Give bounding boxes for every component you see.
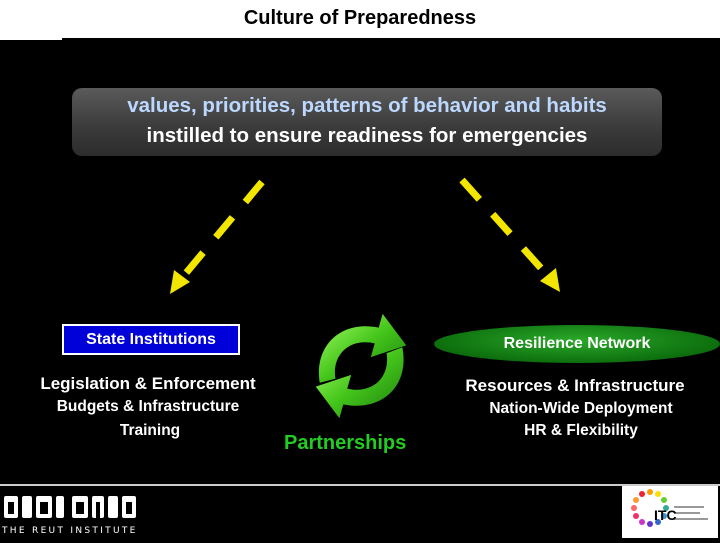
right-arrowhead-icon bbox=[540, 268, 560, 292]
resilience-network-ellipse: Resilience Network bbox=[434, 325, 720, 363]
right-line3: HR & Flexibility bbox=[524, 422, 638, 439]
definition-box: values, priorities, patterns of behavior… bbox=[72, 88, 662, 156]
recycle-arrows-icon bbox=[315, 313, 407, 419]
page-title: Culture of Preparedness bbox=[243, 7, 477, 29]
itc-circle-icon bbox=[631, 489, 708, 527]
state-institutions-box: State Institutions bbox=[62, 324, 240, 355]
right-line2: Nation-Wide Deployment bbox=[489, 400, 673, 417]
left-arrowhead-icon bbox=[170, 270, 190, 294]
partnerships-label: Partnerships bbox=[284, 432, 407, 454]
reut-institute-text: THE REUT INSTITUTE bbox=[2, 526, 138, 536]
footer-rule bbox=[0, 484, 720, 486]
title-band bbox=[0, 0, 720, 38]
definition-line2: instilled to ensure readiness for emerge… bbox=[146, 124, 588, 147]
left-line1: Legislation & Enforcement bbox=[40, 374, 256, 393]
itc-label: ITC bbox=[654, 507, 677, 523]
itc-logo bbox=[622, 486, 718, 538]
left-line2: Budgets & Infrastructure bbox=[56, 398, 240, 415]
left-arrow-shaft bbox=[178, 179, 265, 282]
reut-institute-logo bbox=[4, 496, 136, 518]
left-line3: Training bbox=[119, 422, 181, 439]
right-line1: Resources & Infrastructure bbox=[465, 376, 685, 395]
right-arrow-shaft bbox=[459, 177, 551, 279]
definition-line1: values, priorities, patterns of behavior… bbox=[127, 94, 607, 117]
left-rule bbox=[0, 38, 62, 40]
